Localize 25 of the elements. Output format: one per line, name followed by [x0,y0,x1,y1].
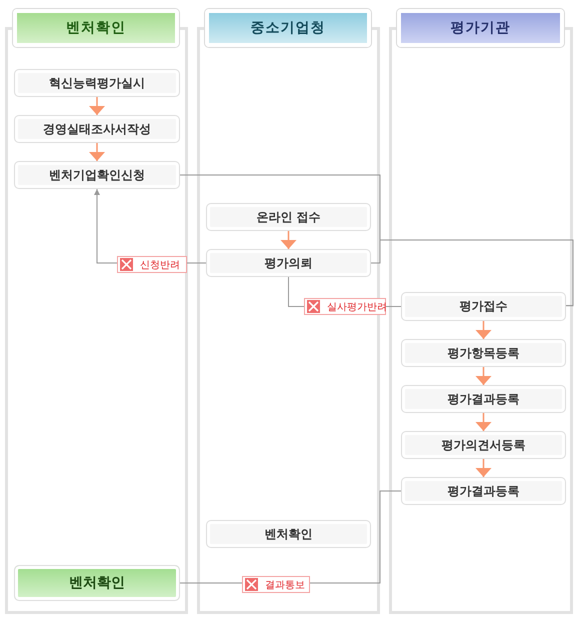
arrow [476,321,492,339]
process-box: 평가의뢰 [206,249,371,277]
lane-header: 평가기관 [397,9,564,47]
arrow [89,143,105,161]
process-box: 벤처기업확인신청 [14,161,180,189]
arrow [476,413,492,431]
swimlane [5,9,188,614]
process-box: 벤처확인 [206,520,371,548]
process-box: 평가결과등록 [401,477,566,505]
lane-header: 벤처확인 [13,9,179,47]
swimlane [389,9,573,614]
arrow [280,231,296,249]
arrow [89,97,105,115]
process-box: 평가항목등록 [401,339,566,367]
process-box: 평가결과등록 [401,385,566,413]
arrow [476,459,492,477]
connector-line [370,240,574,306]
process-box: 평가접수 [401,292,566,321]
process-box: 온라인 접수 [206,203,371,231]
lane-header: 중소기업청 [205,9,371,47]
process-box: 혁신능력평가실시 [14,69,180,97]
process-box: 평가의견서등록 [401,431,566,459]
process-box: 벤처확인 [14,565,180,601]
arrow [476,367,492,385]
process-box: 경영실태조사서작성 [14,115,180,143]
